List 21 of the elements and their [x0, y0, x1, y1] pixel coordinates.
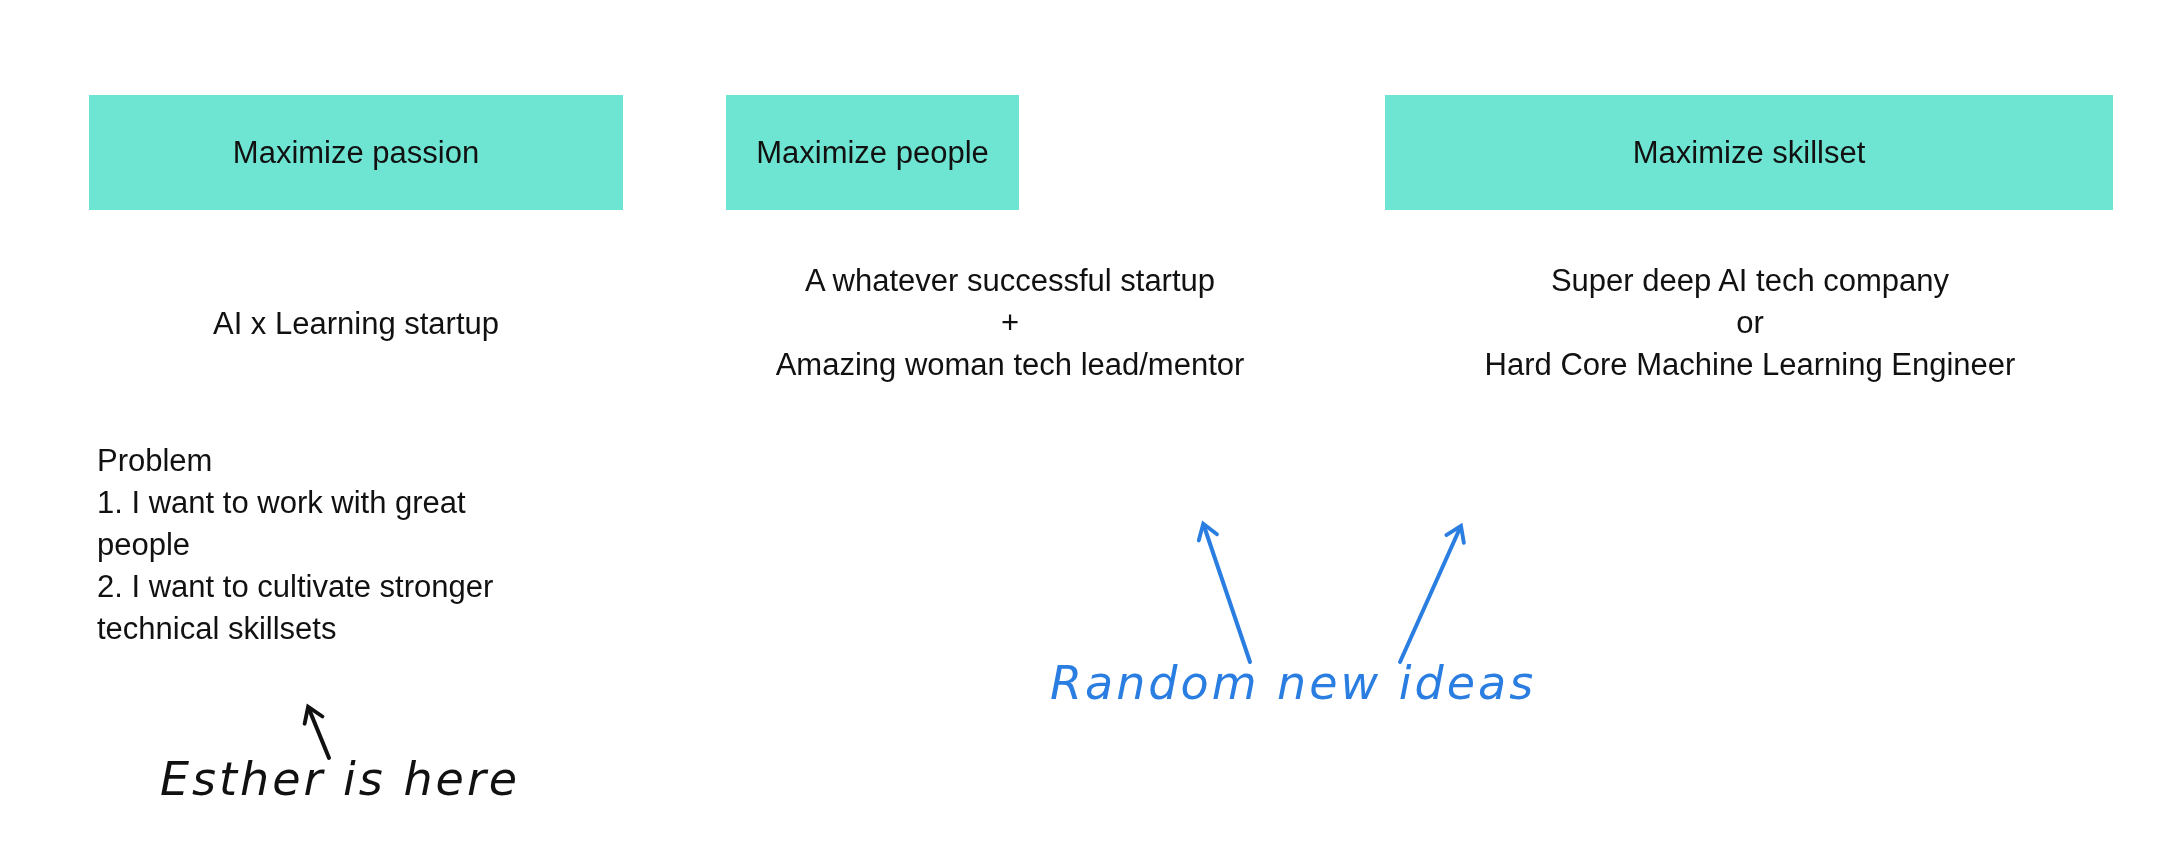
handwritten-note: Random new ideas [1050, 662, 1537, 704]
text-line: Super deep AI tech company [1550, 262, 1950, 300]
header-box [1385, 95, 2113, 210]
header-label: Maximize passion [232, 133, 480, 172]
arrow [1398, 523, 1466, 664]
text-line: A whatever successful startup [804, 262, 1216, 300]
arrow [302, 704, 331, 760]
text-line: + [1000, 304, 1020, 342]
text-line: Amazing woman tech lead/mentor [775, 346, 1245, 384]
handwritten-note: Esther is here [160, 758, 521, 800]
text-line: AI x Learning startup [212, 305, 500, 343]
arrow [1196, 521, 1252, 664]
text-line: Hard Core Machine Learning Engineer [1484, 346, 2016, 384]
header-box [726, 95, 1019, 210]
header-label: Maximize skillset [1632, 133, 1866, 172]
heading: Problem [97, 442, 214, 480]
text-line: 2. I want to cultivate stronger technical skillsets [97, 568, 495, 648]
header-label: Maximize people [756, 133, 989, 172]
text-line: 1. I want to work with great people [97, 484, 467, 564]
text-line: or [1736, 304, 1764, 342]
header-box [89, 95, 623, 210]
